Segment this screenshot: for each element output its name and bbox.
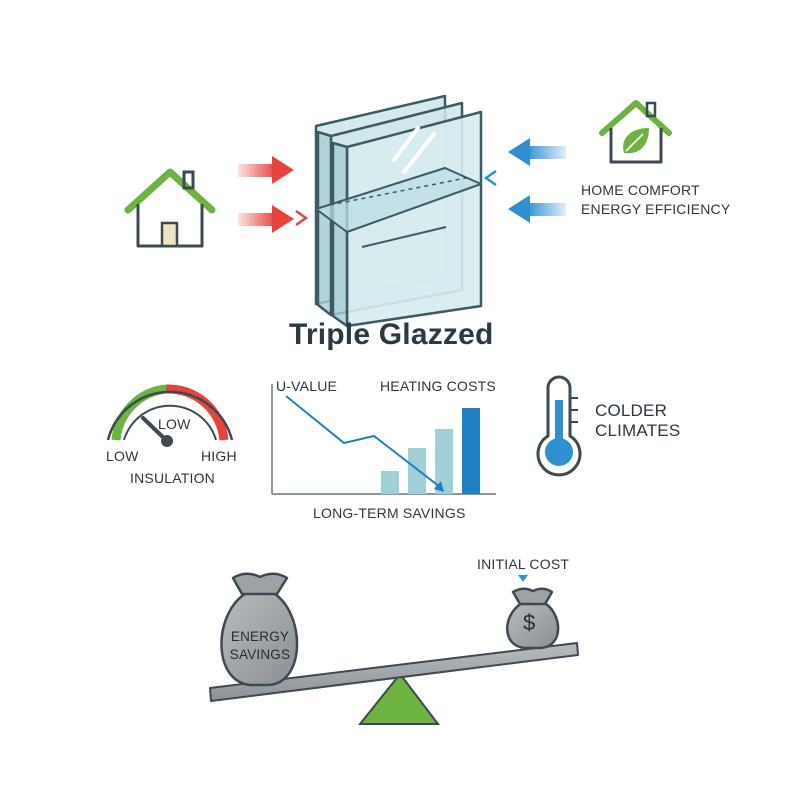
eco-house-leaf-icon	[599, 100, 672, 164]
marker-arrow	[518, 575, 528, 582]
energy-savings-line-1: ENERGY	[230, 629, 290, 644]
gauge-icon	[106, 384, 234, 447]
heat-arrow-icon	[238, 156, 309, 233]
house-icon	[124, 168, 216, 248]
energy-savings-line-2: SAVINGS	[229, 647, 291, 662]
gauge-caption: INSULATION	[130, 470, 215, 486]
chart-heating-costs-label: HEATING COSTS	[380, 378, 496, 394]
benefit-energy-efficiency: ENERGY EFFICIENCY	[581, 201, 731, 217]
fulcrum-icon	[357, 672, 441, 725]
savings-chart	[271, 384, 496, 495]
gauge-needle-label: LOW	[158, 416, 191, 432]
chart-caption: LONG-TERM SAVINGS	[313, 505, 466, 521]
thermometer-icon	[536, 375, 582, 477]
heating-cost-bar	[435, 429, 453, 494]
climate-line-2: CLIMATES	[595, 421, 681, 440]
heating-cost-bar	[462, 408, 480, 494]
page-title: Triple Glazzed	[289, 318, 494, 351]
heating-cost-bar	[408, 448, 426, 494]
gauge-high-label: HIGH	[201, 448, 237, 464]
balance-beam	[209, 642, 579, 702]
chart-u-value-label: U-VALUE	[276, 378, 338, 394]
heating-cost-bar	[381, 471, 399, 494]
gauge-low-label: LOW	[106, 448, 139, 464]
money-bag-icon	[506, 587, 560, 650]
climate-line-1: COLDER	[595, 401, 668, 420]
benefit-home-comfort: HOME COMFORT	[581, 182, 700, 198]
initial-cost-label: INITIAL COST	[477, 556, 570, 572]
dollar-sign-icon: $	[523, 610, 536, 635]
cold-arrow-icon	[483, 138, 566, 223]
money-bag-icon	[220, 572, 299, 687]
triple-glazed-panes	[314, 94, 483, 328]
u-value-line	[285, 395, 441, 488]
